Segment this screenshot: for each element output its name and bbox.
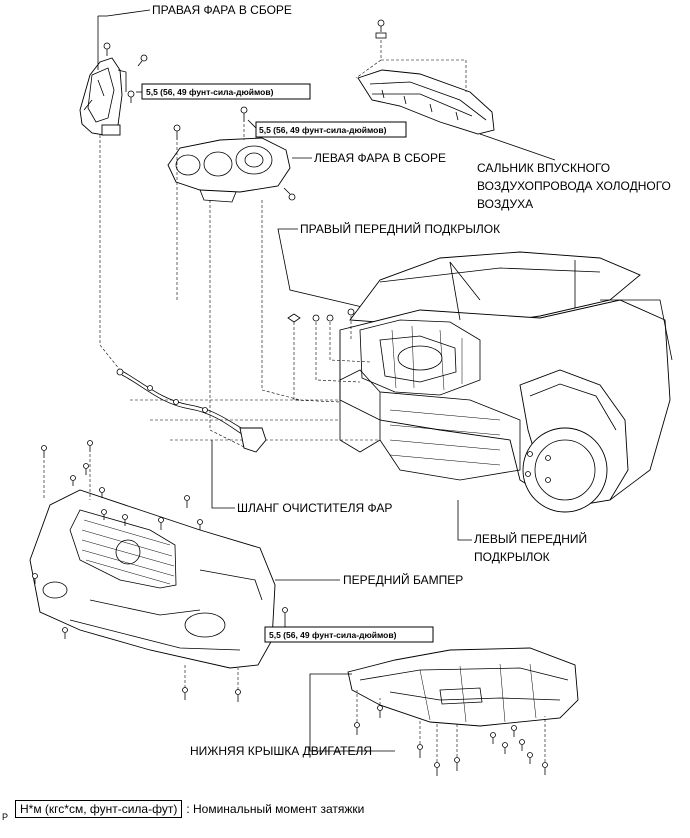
corner-mark: P xyxy=(2,812,9,822)
air-intake-seal-label-3: ВОЗДУХА xyxy=(477,197,533,211)
torque-legend: Н*м (кгс*см, фунт-сила-фут) : Номинальны… xyxy=(15,800,364,818)
engine-under-cover-drawing xyxy=(347,647,579,727)
air-intake-seal-label-2: ВОЗДУХОПРОВОДА ХОЛОДНОГО xyxy=(477,179,671,193)
right-headlamp-bolts xyxy=(103,42,148,103)
washer-hose-drawing xyxy=(116,368,267,453)
engine-under-cover-label: НИЖНЯЯ КРЫШКА ДВИГАТЕЛЯ xyxy=(190,744,372,758)
front-bumper-label: ПЕРЕДНИЙ БАМПЕР xyxy=(343,572,463,587)
torque-right-headlamp: 5,5 (56, 49 фунт-сила-дюймов) xyxy=(146,87,274,97)
engine-under-cover-fasteners xyxy=(354,705,548,776)
air-intake-seal-leader xyxy=(479,133,556,161)
left-fender-liner-leader xyxy=(457,500,472,541)
air-intake-seal-clips xyxy=(375,19,387,39)
right-fender-liner-clips xyxy=(287,308,355,323)
torque-box-right-headlamp xyxy=(141,83,311,100)
front-bumper-fasteners xyxy=(32,440,288,702)
car-front-drawing xyxy=(339,251,673,513)
torque-box-bumper xyxy=(264,626,434,643)
right-headlamp-label: ПРАВАЯ ФАРА В СБОРЕ xyxy=(152,3,292,17)
right-headlamp-leader xyxy=(106,9,151,17)
left-headlamp-drawing xyxy=(167,137,291,203)
torque-legend-description: : Номинальный момент затяжки xyxy=(186,802,365,816)
engine-under-cover-leader xyxy=(309,673,395,752)
air-intake-seal-drawing xyxy=(357,69,495,135)
torque-left-headlamp: 5,5 (56, 49 фунт-сила-дюймов) xyxy=(259,125,387,135)
washer-hose-leader xyxy=(211,440,235,509)
right-headlamp-drawing xyxy=(79,57,127,136)
right-fender-liner-label: ПРАВЫЙ ПЕРЕДНИЙ ПОДКРЫЛОК xyxy=(300,221,500,236)
left-headlamp-label: ЛЕВАЯ ФАРА В СБОРЕ xyxy=(314,151,446,165)
left-fender-liner-label-2: ПОДКРЫЛОК xyxy=(474,550,550,564)
right-fender-liner-leader xyxy=(277,228,376,311)
left-fender-liner-label-1: ЛЕВЫЙ ПЕРЕДНИЙ xyxy=(474,531,587,546)
washer-hose-label: ШЛАНГ ОЧИСТИТЕЛЯ ФАР xyxy=(237,501,392,515)
front-bumper-drawing xyxy=(29,489,276,669)
torque-box-left-headlamp xyxy=(255,121,407,138)
air-intake-seal-label-1: САЛЬНИК ВПУСКНОГО xyxy=(477,161,610,175)
torque-unit-box: Н*м (кгс*см, фунт-сила-фут) xyxy=(15,800,183,818)
torque-bumper: 5,5 (56, 49 фунт-сила-дюймов) xyxy=(269,630,397,640)
left-headlamp-bolts xyxy=(173,106,296,201)
